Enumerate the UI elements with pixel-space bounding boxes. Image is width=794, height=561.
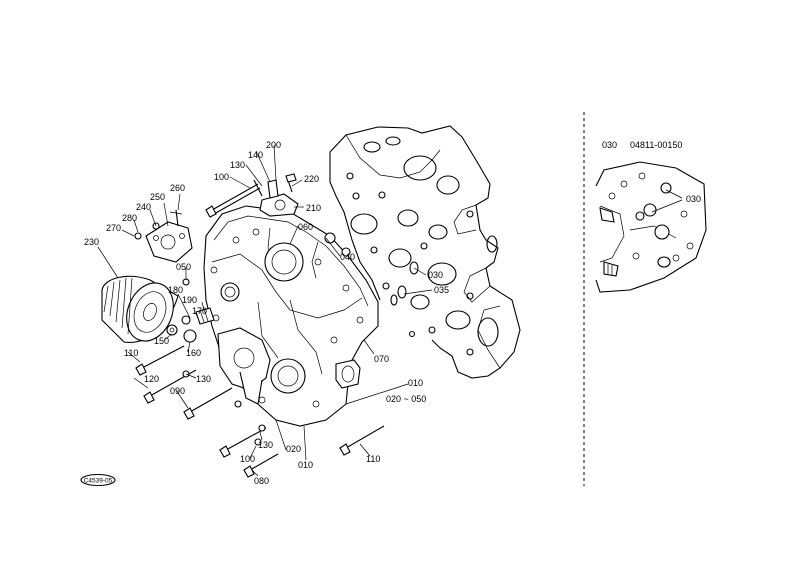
label-240: 240 xyxy=(136,202,151,212)
label-190: 190 xyxy=(182,295,197,305)
label-100-bottom: 100 xyxy=(240,454,255,464)
label-100-top: 100 xyxy=(214,172,229,182)
label-120: 120 xyxy=(144,374,159,384)
label-040: 040 xyxy=(340,252,355,262)
label-020-050: 020 ~ 050 xyxy=(386,394,426,404)
label-250: 250 xyxy=(150,192,165,202)
label-280: 280 xyxy=(122,213,137,223)
label-200: 200 xyxy=(266,140,281,150)
label-070: 070 xyxy=(374,354,389,364)
label-080: 080 xyxy=(254,476,269,486)
label-050: 050 xyxy=(176,262,191,272)
label-270: 270 xyxy=(106,223,121,233)
leader-lines xyxy=(97,144,433,477)
label-140: 140 xyxy=(248,150,263,160)
detail-part-number: 04811-00150 xyxy=(630,140,682,150)
label-130-mid: 130 xyxy=(196,374,211,384)
label-170: 170 xyxy=(192,306,207,316)
label-230: 230 xyxy=(84,237,99,247)
label-035: 035 xyxy=(434,285,449,295)
label-150: 150 xyxy=(154,336,169,346)
part-labels: 100 130 140 200 220 210 060 040 260 250 … xyxy=(84,140,701,486)
label-260: 260 xyxy=(170,183,185,193)
label-130-top: 130 xyxy=(230,160,245,170)
stamp-code: C4539-05 xyxy=(84,478,113,485)
label-210: 210 xyxy=(306,203,321,213)
label-030-detail: 030 xyxy=(686,194,701,204)
label-020: 020 xyxy=(286,444,301,454)
label-060: 060 xyxy=(298,222,313,232)
label-180: 180 xyxy=(168,285,183,295)
detail-view xyxy=(595,161,707,293)
o-rings xyxy=(390,261,419,306)
detail-ref: 030 xyxy=(602,140,617,150)
engine-block xyxy=(329,125,521,379)
label-220: 220 xyxy=(304,174,319,184)
label-010-right: 010 xyxy=(408,378,423,388)
top-cover-parts xyxy=(253,173,299,217)
label-030: 030 xyxy=(428,270,443,280)
label-090: 090 xyxy=(170,386,185,396)
relief-valve-assembly xyxy=(134,209,215,343)
gear-case xyxy=(203,205,379,427)
detail-header: 030 04811-00150 xyxy=(602,140,682,150)
label-160: 160 xyxy=(186,348,201,358)
label-130-bottom: 130 xyxy=(258,440,273,450)
label-110-left: 110 xyxy=(124,348,138,358)
diagram-stamp: C4539-05 xyxy=(80,473,116,487)
bolts xyxy=(135,183,385,478)
label-110-bottom: 110 xyxy=(366,454,380,464)
label-010-bottom: 010 xyxy=(298,460,313,470)
oil-filter xyxy=(101,275,179,343)
